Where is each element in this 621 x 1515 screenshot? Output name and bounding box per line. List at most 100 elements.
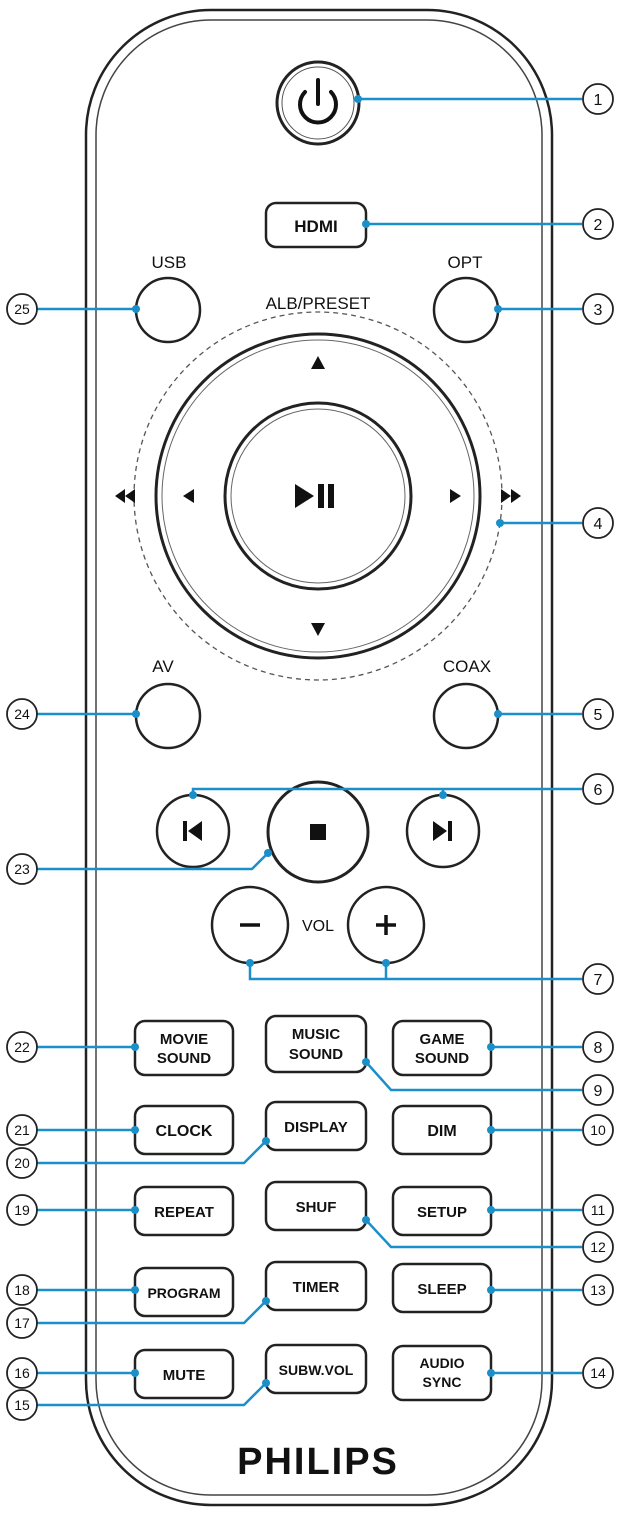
leader-7 <box>248 963 582 981</box>
subw-vol-label: SUBW.VOL <box>279 1362 354 1378</box>
svg-text:4: 4 <box>594 516 603 533</box>
leader-17 <box>36 1300 267 1325</box>
game-sound-label-2: SOUND <box>415 1050 469 1067</box>
timer-label: TIMER <box>293 1279 340 1296</box>
callout-5: 5 <box>582 698 614 730</box>
game-sound-label-1: GAME <box>420 1031 465 1048</box>
fast-forward-icon[interactable] <box>501 489 521 503</box>
shuf-button[interactable]: SHUF <box>264 1180 368 1232</box>
callout-22: 22 <box>6 1031 38 1063</box>
alb-preset-label: ALB/PRESET <box>266 294 371 313</box>
svg-text:17: 17 <box>14 1315 30 1331</box>
music-sound-label-2: SOUND <box>289 1046 343 1063</box>
music-sound-button[interactable]: MUSIC SOUND <box>264 1014 368 1074</box>
sleep-label: SLEEP <box>417 1281 466 1298</box>
callout-9: 9 <box>582 1074 614 1106</box>
callout-11: 11 <box>582 1194 614 1226</box>
svg-text:9: 9 <box>594 1083 603 1100</box>
svg-text:20: 20 <box>14 1155 30 1171</box>
svg-text:14: 14 <box>590 1365 606 1381</box>
remote-body-inner <box>95 19 543 1496</box>
svg-text:7: 7 <box>594 972 603 989</box>
brand-logo: PHILIPS <box>237 1441 399 1483</box>
timer-button[interactable]: TIMER <box>264 1260 368 1312</box>
repeat-button[interactable]: REPEAT <box>133 1185 235 1237</box>
skip-next-button[interactable] <box>405 793 481 869</box>
skip-previous-icon <box>183 821 202 841</box>
dim-label: DIM <box>427 1123 456 1140</box>
volume-up-button[interactable] <box>346 885 426 965</box>
callout-24: 24 <box>6 698 38 730</box>
svg-text:11: 11 <box>591 1202 606 1218</box>
callout-18: 18 <box>6 1274 38 1306</box>
svg-text:2: 2 <box>594 217 603 234</box>
callout-21: 21 <box>6 1114 38 1146</box>
audio-sync-label-2: SYNC <box>423 1374 462 1390</box>
audio-sync-button[interactable]: AUDIO SYNC <box>391 1344 493 1402</box>
sleep-button[interactable]: SLEEP <box>391 1262 493 1314</box>
callout-20: 20 <box>6 1147 38 1179</box>
rewind-icon[interactable] <box>115 489 135 503</box>
hdmi-button[interactable]: HDMI <box>264 201 368 249</box>
callout-1: 1 <box>582 83 614 115</box>
subw-vol-button[interactable]: SUBW.VOL <box>264 1343 368 1395</box>
play-pause-button[interactable] <box>223 401 413 591</box>
svg-text:10: 10 <box>590 1122 606 1138</box>
clock-button[interactable]: CLOCK <box>133 1104 235 1156</box>
left-arrow-icon[interactable] <box>183 489 194 503</box>
display-label: DISPLAY <box>284 1119 348 1136</box>
audio-sync-label-1: AUDIO <box>419 1355 464 1371</box>
mute-button[interactable]: MUTE <box>133 1348 235 1400</box>
display-button[interactable]: DISPLAY <box>264 1100 368 1152</box>
plus-icon <box>376 915 396 935</box>
leader-20 <box>36 1140 267 1165</box>
callout-17: 17 <box>6 1307 38 1339</box>
opt-label: OPT <box>448 253 483 272</box>
callout-23: 23 <box>6 853 38 885</box>
svg-text:22: 22 <box>14 1039 30 1055</box>
av-button[interactable] <box>134 682 202 750</box>
stop-button[interactable] <box>266 780 370 884</box>
movie-sound-label-2: SOUND <box>157 1050 211 1067</box>
callout-14: 14 <box>582 1357 614 1389</box>
leader-23 <box>36 852 269 871</box>
power-button[interactable] <box>275 60 361 146</box>
stop-icon <box>310 824 326 840</box>
movie-sound-label-1: MOVIE <box>160 1031 208 1048</box>
up-arrow-icon[interactable] <box>311 356 325 369</box>
skip-next-icon <box>433 821 452 841</box>
svg-text:15: 15 <box>14 1397 30 1413</box>
movie-sound-button[interactable]: MOVIE SOUND <box>133 1019 235 1077</box>
game-sound-button[interactable]: GAME SOUND <box>391 1019 493 1077</box>
volume-down-button[interactable] <box>210 885 290 965</box>
svg-text:24: 24 <box>14 706 30 722</box>
music-sound-label-1: MUSIC <box>292 1026 341 1043</box>
program-button[interactable]: PROGRAM <box>133 1266 235 1318</box>
down-arrow-icon[interactable] <box>311 623 325 636</box>
callout-19: 19 <box>6 1194 38 1226</box>
hdmi-label: HDMI <box>294 217 337 236</box>
callout-4: 4 <box>582 507 614 539</box>
svg-text:1: 1 <box>594 92 603 109</box>
repeat-label: REPEAT <box>154 1204 214 1221</box>
skip-previous-button[interactable] <box>155 793 231 869</box>
coax-button[interactable] <box>432 682 500 750</box>
callout-2: 2 <box>582 208 614 240</box>
opt-button[interactable] <box>432 276 500 344</box>
right-arrow-icon[interactable] <box>450 489 461 503</box>
usb-label: USB <box>152 253 187 272</box>
callout-dots <box>131 95 504 1387</box>
dim-button[interactable]: DIM <box>391 1104 493 1156</box>
usb-button[interactable] <box>134 276 202 344</box>
leader-9 <box>365 1061 582 1092</box>
svg-text:12: 12 <box>590 1239 606 1255</box>
av-label: AV <box>152 657 174 676</box>
clock-label: CLOCK <box>156 1123 213 1140</box>
callout-8: 8 <box>582 1031 614 1063</box>
vol-label: VOL <box>302 918 334 935</box>
callout-6: 6 <box>582 773 614 805</box>
svg-text:16: 16 <box>14 1365 30 1381</box>
nav-ring-inner-edge <box>161 339 475 653</box>
setup-button[interactable]: SETUP <box>391 1185 493 1237</box>
